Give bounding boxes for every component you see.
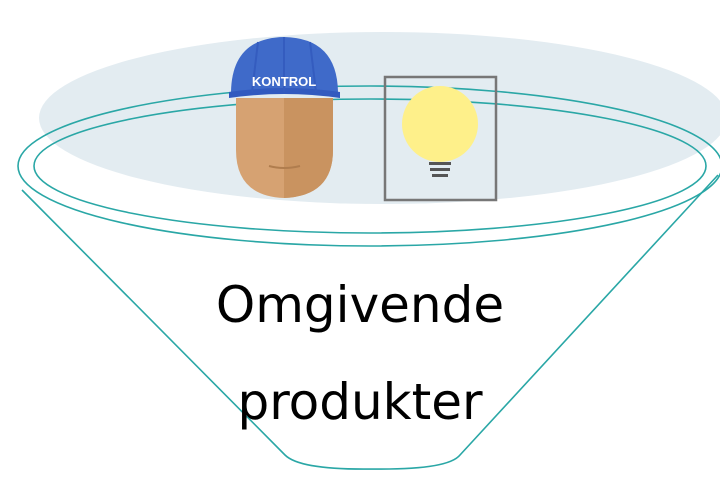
- funnel-rim-inner: [33, 98, 707, 234]
- funnel-rim-outer: [17, 85, 720, 247]
- funnel-body-outline: [21, 174, 719, 470]
- cap-label: KONTROL: [252, 74, 316, 89]
- funnel-label-line2: produkter: [237, 373, 483, 431]
- person-head-icon: KONTROL: [229, 37, 340, 198]
- lightbulb-icon: [383, 75, 498, 202]
- funnel-label-line1: Omgivende: [215, 276, 505, 334]
- funnel-mouth-fill: [39, 32, 720, 204]
